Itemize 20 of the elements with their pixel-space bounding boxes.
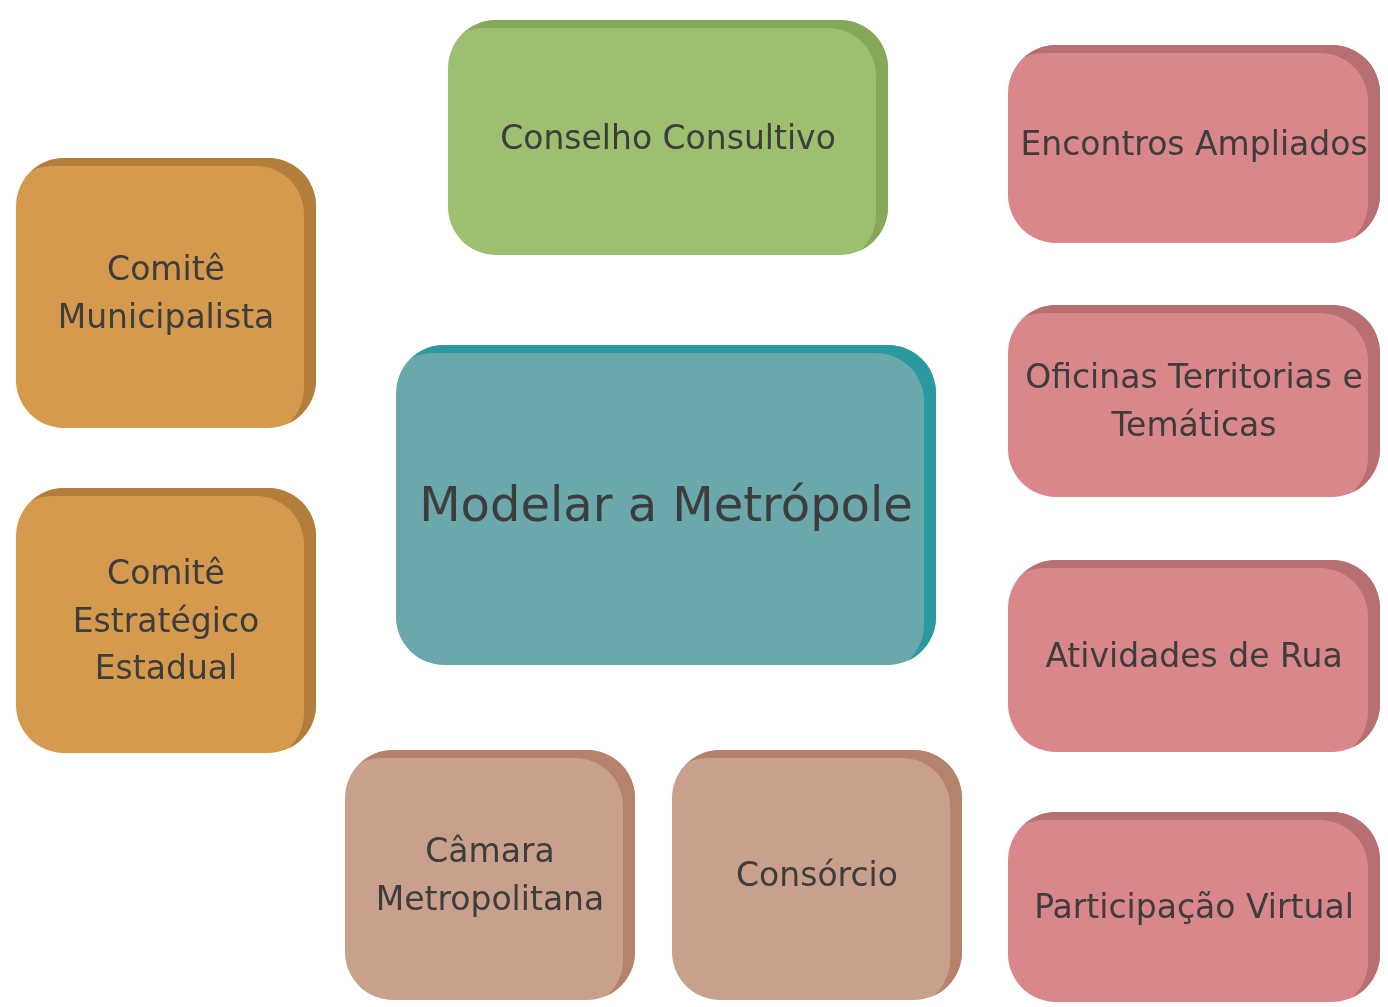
- rounded-box: [448, 20, 888, 255]
- rounded-box: [345, 750, 635, 1000]
- node-text: Atividades de Rua: [1045, 635, 1343, 678]
- node-text: Oficinas Territorias e Temáticas: [1024, 356, 1364, 446]
- rounded-box: [1008, 560, 1380, 752]
- rounded-box: [396, 345, 936, 665]
- rounded-box: [672, 750, 962, 1000]
- node-text: Participação Virtual: [1034, 886, 1354, 929]
- node-text: Conselho Consultivo: [500, 116, 836, 159]
- rounded-box: [16, 158, 316, 428]
- node-text: Comitê Estratégico Estadual: [71, 551, 261, 690]
- node-text: Encontros Ampliados: [1020, 123, 1368, 166]
- node-text: Modelar a Metrópole: [419, 475, 913, 535]
- rounded-box: [1008, 812, 1380, 1002]
- node-text: Câmara Metropolitana: [374, 830, 606, 920]
- rounded-box: [1008, 305, 1380, 497]
- rounded-box: [1008, 45, 1380, 243]
- node-text: Comitê Municipalista: [56, 248, 276, 338]
- rounded-box: [16, 488, 316, 753]
- node-text: Consórcio: [736, 854, 898, 897]
